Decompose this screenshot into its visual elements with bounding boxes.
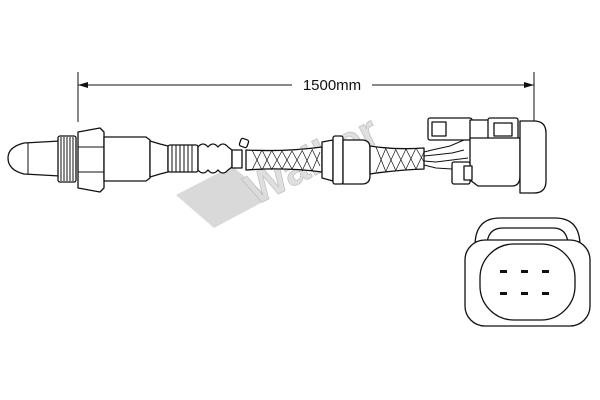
watermark-swoosh — [176, 166, 270, 228]
connector-end-view — [464, 217, 591, 327]
connector-pin — [542, 292, 549, 295]
inline-connector-side-view — [427, 117, 547, 194]
dimension-arrow-right — [524, 82, 534, 88]
sensor-hex-nut — [77, 127, 105, 193]
connector-pins — [500, 270, 549, 295]
sensor-probe — [7, 140, 61, 177]
end-view-face — [479, 243, 576, 321]
connector-pin — [521, 270, 528, 273]
sensor-crimp-rings — [167, 144, 199, 173]
braided-cable-section-1 — [245, 146, 323, 173]
braided-cable-section-2 — [369, 145, 425, 175]
connector-pin — [500, 292, 507, 295]
dimension-annotation: 1500mm — [77, 72, 535, 122]
connector-pin — [542, 270, 549, 273]
sensor-boot — [197, 137, 250, 174]
dimension-label: 1500mm — [303, 77, 361, 94]
cable-grommet — [321, 135, 371, 185]
sensor-body — [103, 136, 169, 182]
connector-housing — [519, 120, 547, 194]
connector-body — [469, 137, 521, 187]
sensor-thread — [57, 135, 77, 183]
connector-pin — [500, 270, 507, 273]
dimension-arrow-left — [78, 82, 88, 88]
connector-pin — [521, 292, 528, 295]
probe-tip — [7, 140, 61, 177]
